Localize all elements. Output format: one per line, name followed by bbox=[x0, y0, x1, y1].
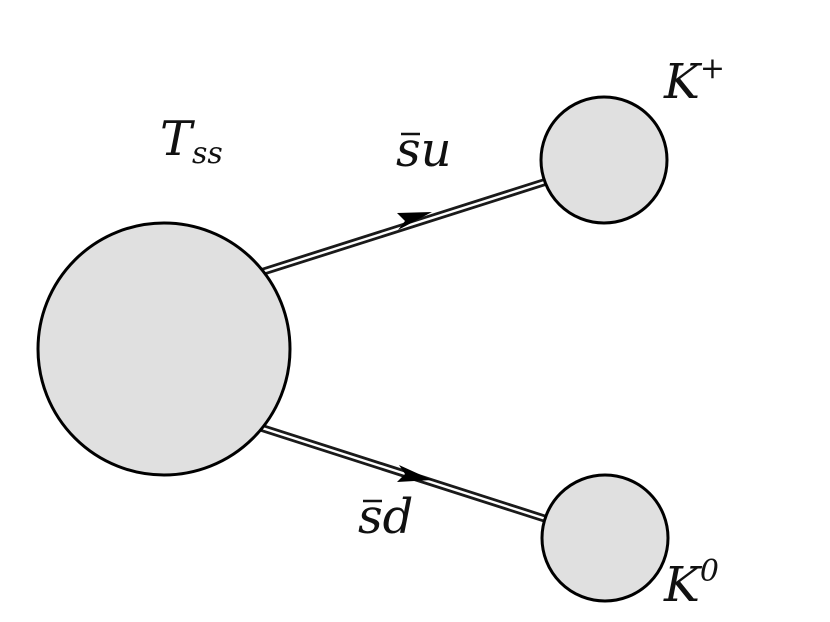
upper-arrow-icon bbox=[397, 212, 432, 230]
lower-arrow-icon bbox=[397, 465, 432, 482]
kaon-plus-blob bbox=[539, 95, 669, 225]
lower-edge-label: sd bbox=[358, 489, 413, 545]
lower-double-line bbox=[260, 424, 548, 523]
kaon-plus-label: K+ bbox=[663, 51, 725, 110]
svg-text:su: su bbox=[396, 122, 452, 178]
kaon-zero-label: K0 bbox=[663, 554, 719, 613]
kaon-zero-blob bbox=[540, 473, 670, 603]
svg-text:sd: sd bbox=[358, 489, 413, 545]
upper-double-line bbox=[260, 178, 547, 276]
tetraquark-blob bbox=[36, 221, 292, 477]
tetraquark-label: Tss bbox=[160, 111, 223, 171]
upper-edge-label: su bbox=[396, 122, 452, 178]
